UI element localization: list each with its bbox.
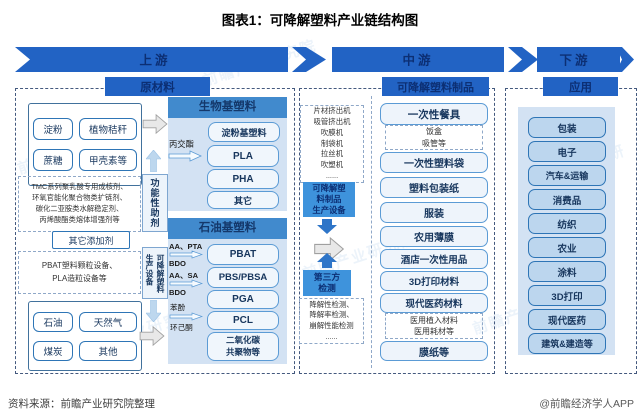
- feedstock-item: 蔗糖: [33, 149, 73, 171]
- banner-label-midstream: 中游: [402, 53, 433, 68]
- monomer-label: AA、PTA: [169, 242, 203, 251]
- small-right-arrow-icon: [169, 312, 203, 321]
- application-item: 建筑&建造等: [528, 333, 606, 354]
- product-equipment-box: 可降解塑 料制品 生产设备: [303, 182, 355, 217]
- application-item: 汽车&运输: [528, 165, 606, 186]
- flow-down-arrow-icon: [317, 219, 337, 234]
- third-party-testing-box: 第三方 检测: [303, 270, 351, 296]
- product-item: 3D打印材料: [380, 271, 488, 291]
- flow-up-arrow-icon: [146, 150, 161, 172]
- bio-plastic-item: PHA: [207, 169, 279, 189]
- product-item: 一次性塑料袋: [380, 152, 488, 173]
- small-right-arrow-icon: [169, 279, 203, 288]
- precursor-label: 丙交酯: [169, 139, 194, 149]
- bio-feedstock-group: 淀粉 植物秸秆 蔗糖 甲壳素等: [28, 103, 142, 186]
- product-sub-note: 医用植入材料 医用耗材等: [385, 313, 483, 339]
- product-item: 一次性餐具: [380, 103, 488, 125]
- petro-plastic-item: PGA: [207, 290, 279, 309]
- product-item: 服装: [380, 202, 488, 223]
- stage-banner: 上游 中游 下游: [15, 47, 634, 72]
- product-equipment-list: 片材挤出机 吸管挤出机 吹膜机 制袋机 拉丝机 吹塑机 ......: [300, 105, 364, 183]
- product-item: 塑料包装纸: [380, 177, 488, 198]
- bio-plastic-item: PLA: [207, 145, 279, 167]
- fossil-feedstock-group: 石油 天然气 煤炭 其他: [28, 301, 142, 371]
- testing-note: 降解性检测、 降解率检测、 崩解性能检测 ......: [299, 298, 364, 344]
- petro-plastic-item: PBAT: [207, 244, 279, 265]
- small-right-arrow-icon: [169, 250, 203, 259]
- monomer-label: AA、SA: [169, 271, 199, 280]
- application-item: 3D打印: [528, 285, 606, 306]
- monomer-label: BDO: [169, 259, 186, 268]
- petro-plastic-item: PCL: [207, 311, 279, 330]
- application-item: 现代医药: [528, 309, 606, 330]
- product-sub-note: 饭盒 吸管等: [385, 125, 483, 150]
- bio-plastic-item: 淀粉基塑料: [208, 122, 280, 142]
- additives-note: TMC系列聚乳酸专用成核剂、 环氧官能化聚合物类扩链剂、 碳化二亚胺类水解稳定剂…: [18, 176, 141, 232]
- application-item: 纺织: [528, 213, 606, 234]
- petro-panel-title: 石油基塑料: [168, 218, 287, 239]
- feedstock-item: 煤炭: [33, 340, 73, 361]
- application-item: 电子: [528, 141, 606, 162]
- monomer-label: 苯酚: [170, 303, 186, 312]
- flow-right-arrow-icon: [142, 113, 168, 135]
- product-item: 农用薄膜: [380, 226, 488, 247]
- upstream-banner-shape: [15, 47, 288, 72]
- chevron-right-icon: [292, 47, 326, 72]
- flow-up-arrow-icon: [317, 253, 337, 268]
- flow-down-arrow-icon: [146, 300, 161, 322]
- feedstock-item: 淀粉: [33, 118, 73, 140]
- monomer-label: 环己酮: [170, 323, 193, 332]
- midstream-banner-shape: [332, 47, 504, 72]
- feedstock-item: 甲壳素等: [79, 149, 137, 171]
- application-header: 应用: [543, 77, 618, 96]
- application-item: 消费品: [528, 189, 606, 210]
- monomer-label: BDO: [169, 288, 186, 297]
- downstream-banner-shape: [537, 47, 620, 72]
- flow-right-arrow-icon: [314, 236, 345, 262]
- small-right-arrow-icon: [168, 150, 202, 162]
- degradable-equipment-label: 可降解塑料 生产设备: [142, 247, 168, 299]
- chevron-right-icon: [508, 47, 538, 72]
- page-title: 图表1：可降解塑料产业链结构图: [221, 13, 419, 28]
- column-divider: [371, 96, 372, 368]
- application-item: 包装: [528, 117, 606, 138]
- petro-plastic-item: PBS/PBSA: [207, 267, 279, 288]
- equipment-note: PBAT塑料颗粒设备、 PLA造粒设备等: [18, 251, 141, 294]
- product-item: 膜纸等: [380, 341, 488, 361]
- product-item: 酒店一次性用品: [380, 249, 488, 269]
- banner-label-upstream: 上游: [139, 53, 170, 68]
- bio-panel-title: 生物基塑料: [168, 97, 287, 118]
- functional-additives-label: 功能性助剂: [142, 174, 168, 232]
- chevron-right-icon: [616, 47, 634, 72]
- application-item: 农业: [528, 237, 606, 258]
- bio-plastic-item: 其它: [207, 191, 279, 209]
- other-additives-box: 其它添加剂: [52, 231, 130, 249]
- credit-note: @前瞻经济学人APP: [539, 398, 634, 410]
- flow-right-arrow-icon: [139, 325, 165, 347]
- feedstock-item: 其他: [79, 340, 137, 361]
- source-note: 资料来源：前瞻产业研究院整理: [8, 398, 155, 410]
- feedstock-item: 植物秸秆: [79, 118, 137, 140]
- feedstock-item: 天然气: [79, 311, 137, 332]
- application-item: 涂料: [528, 261, 606, 282]
- raw-materials-header: 原材料: [105, 77, 210, 96]
- product-item: 现代医药材料: [380, 293, 488, 313]
- feedstock-item: 石油: [33, 311, 73, 332]
- degradable-products-header: 可降解塑料制品: [382, 77, 489, 96]
- banner-label-downstream: 下游: [559, 53, 590, 68]
- petro-plastic-item: 二氧化碳 共聚物等: [207, 332, 279, 361]
